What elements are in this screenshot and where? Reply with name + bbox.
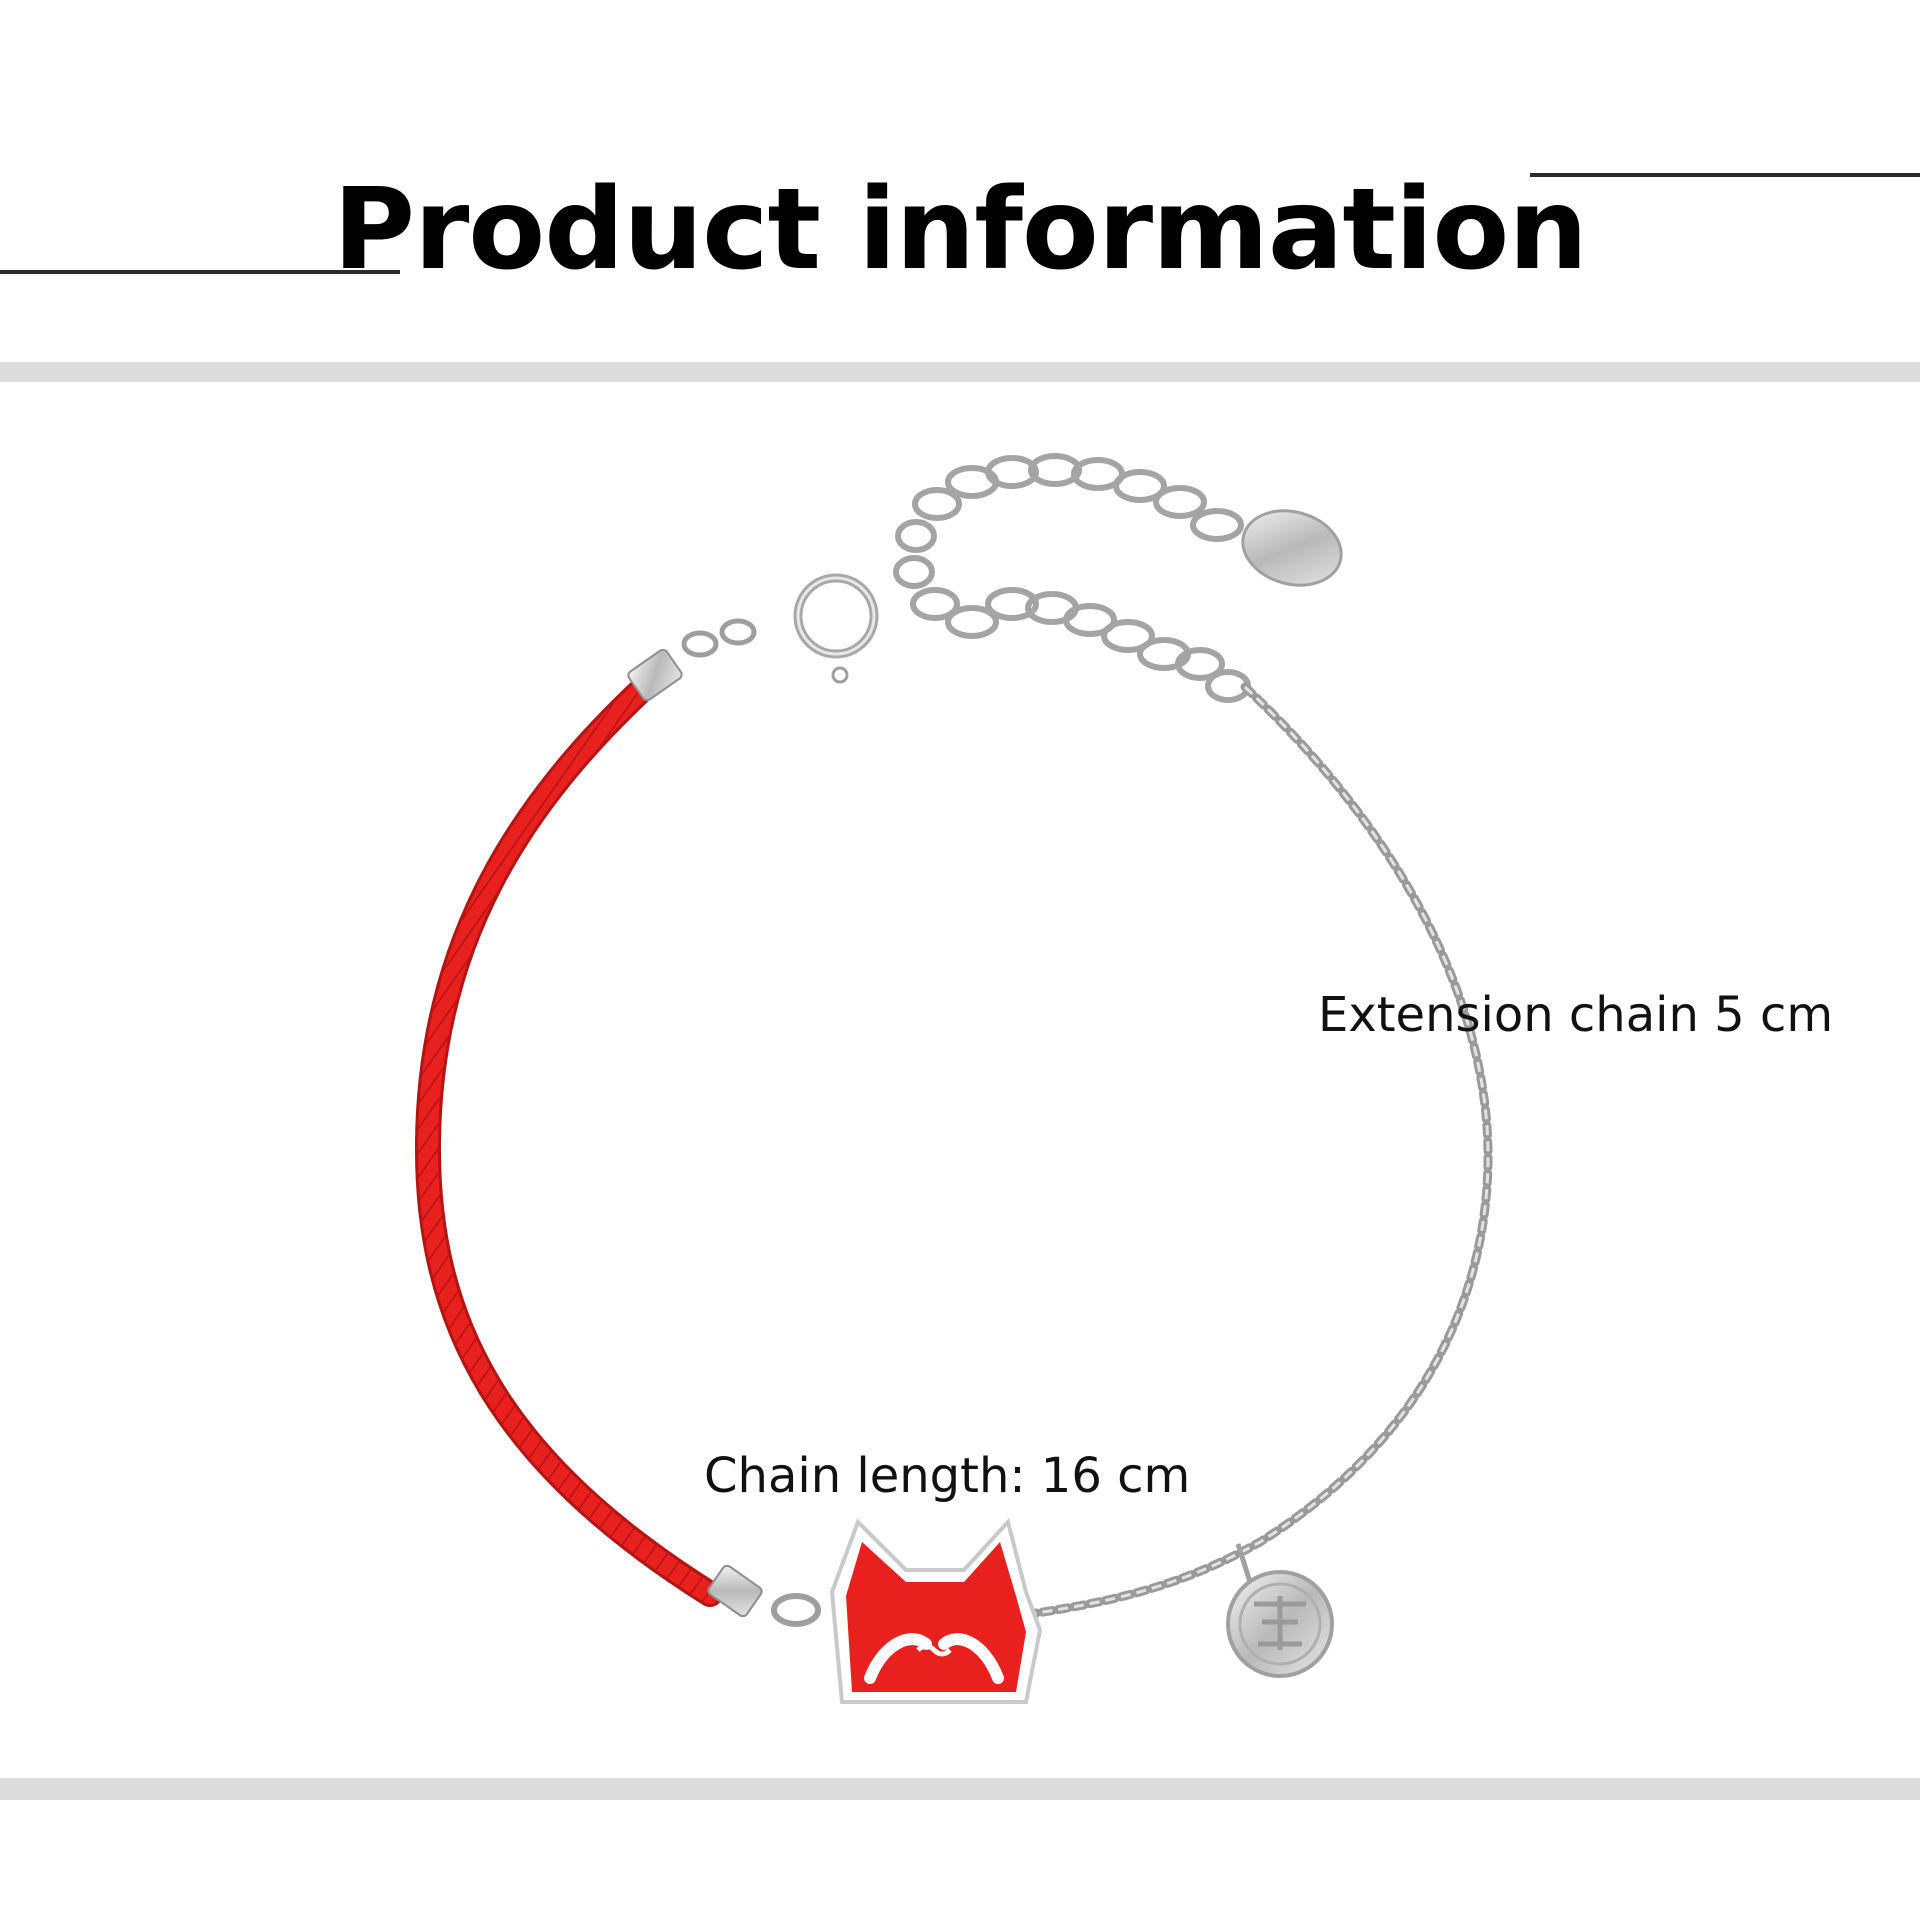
cord-cap-top bbox=[627, 648, 683, 702]
decorative-rule-right bbox=[1530, 173, 1920, 177]
spring-ring-clasp bbox=[793, 573, 879, 684]
decorative-rule-left bbox=[0, 270, 400, 274]
cat-charm bbox=[829, 1517, 1043, 1704]
page-title: Product information bbox=[332, 165, 1588, 295]
header-band bbox=[0, 0, 1920, 362]
extension-chain-label: Extension chain 5 cm bbox=[1318, 987, 1834, 1043]
bracelet-image bbox=[414, 453, 1493, 1704]
cord-cap-bottom bbox=[707, 1564, 763, 1618]
divider-top bbox=[0, 362, 1920, 382]
extension-chain bbox=[893, 453, 1251, 703]
divider-bottom bbox=[0, 1778, 1920, 1800]
coin-charm bbox=[1226, 1543, 1334, 1678]
extension-tag bbox=[1241, 509, 1343, 587]
chain-length-label: Chain length: 16 cm bbox=[704, 1448, 1191, 1504]
red-cord bbox=[414, 669, 723, 1607]
product-image-area: Extension chain 5 cm Chain length: 16 cm bbox=[0, 382, 1920, 1778]
